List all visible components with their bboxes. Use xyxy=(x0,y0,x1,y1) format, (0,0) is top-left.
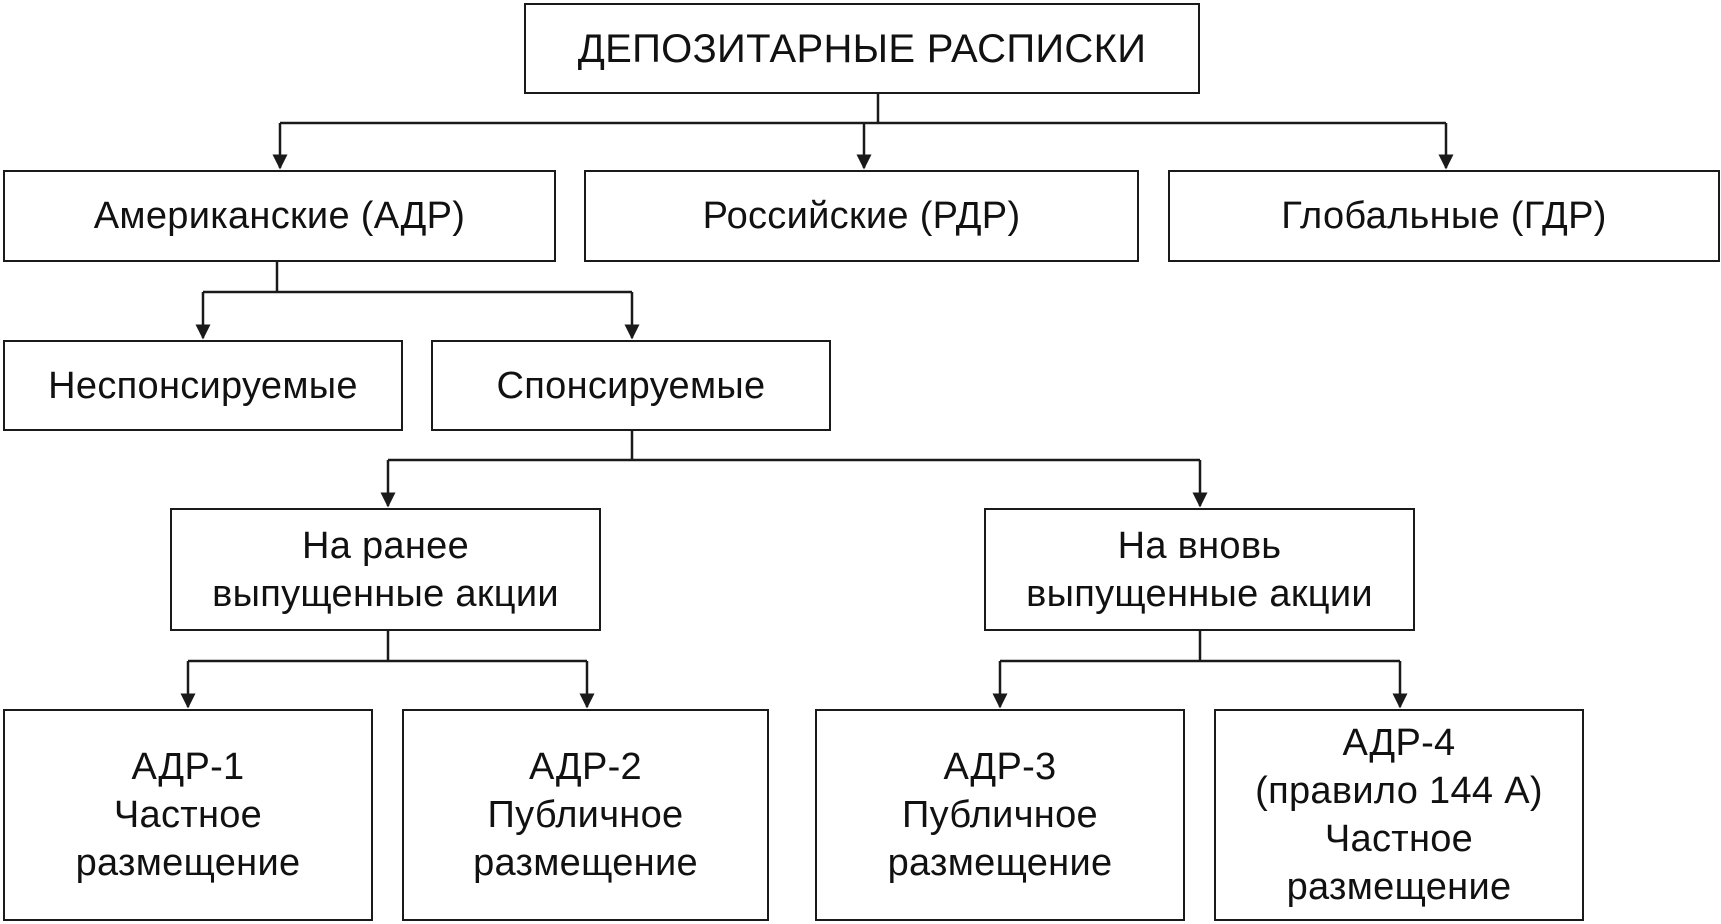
adr1-box: АДР-1 Частное размещение xyxy=(3,709,373,921)
adr1-type: Частное xyxy=(113,794,263,836)
new-line2: выпущенные акции xyxy=(1026,572,1373,615)
adr3-box: АДР-3 Публичное размещение xyxy=(815,709,1185,921)
adr4-box: АДР-4 (правило 144 А) Частное размещение xyxy=(1214,709,1584,921)
unsponsored-label: Неспонсируемые xyxy=(48,364,358,407)
russian-label: Российские (РДР) xyxy=(702,195,1021,237)
adr4-rule: (правило 144 А) xyxy=(1255,770,1543,812)
global-label: Глобальные (ГДР) xyxy=(1281,195,1607,237)
sponsored-label: Спонсируемые xyxy=(496,364,766,407)
root-label: ДЕПОЗИТАРНЫЕ РАСПИСКИ xyxy=(577,26,1147,71)
existing-line2: выпущенные акции xyxy=(212,572,559,615)
adr3-placement: размещение xyxy=(887,842,1113,884)
adr4-placement: размещение xyxy=(1286,866,1512,908)
american-label: Американские (АДР) xyxy=(93,195,466,237)
new-line1: На вновь xyxy=(1117,524,1282,567)
unsponsored-box: Неспонсируемые xyxy=(3,340,403,431)
existing-line1: На ранее xyxy=(301,524,470,567)
adr1-title: АДР-1 xyxy=(131,746,245,788)
adr3-type: Публичное xyxy=(902,794,1098,836)
adr2-box: АДР-2 Публичное размещение xyxy=(402,709,769,921)
global-box: Глобальные (ГДР) xyxy=(1168,170,1720,262)
root-box: ДЕПОЗИТАРНЫЕ РАСПИСКИ xyxy=(524,3,1200,94)
existing-shares-box: На ранее выпущенные акции xyxy=(170,508,601,631)
sponsored-box: Спонсируемые xyxy=(431,340,831,431)
adr3-title: АДР-3 xyxy=(943,746,1057,788)
russian-box: Российские (РДР) xyxy=(584,170,1139,262)
new-shares-box: На вновь выпущенные акции xyxy=(984,508,1415,631)
adr4-type: Частное xyxy=(1324,818,1474,860)
adr2-type: Публичное xyxy=(487,794,684,836)
adr1-placement: размещение xyxy=(75,842,301,884)
adr2-title: АДР-2 xyxy=(529,746,642,788)
adr4-title: АДР-4 xyxy=(1342,722,1456,764)
american-box: Американские (АДР) xyxy=(3,170,556,262)
adr2-placement: размещение xyxy=(473,842,698,884)
